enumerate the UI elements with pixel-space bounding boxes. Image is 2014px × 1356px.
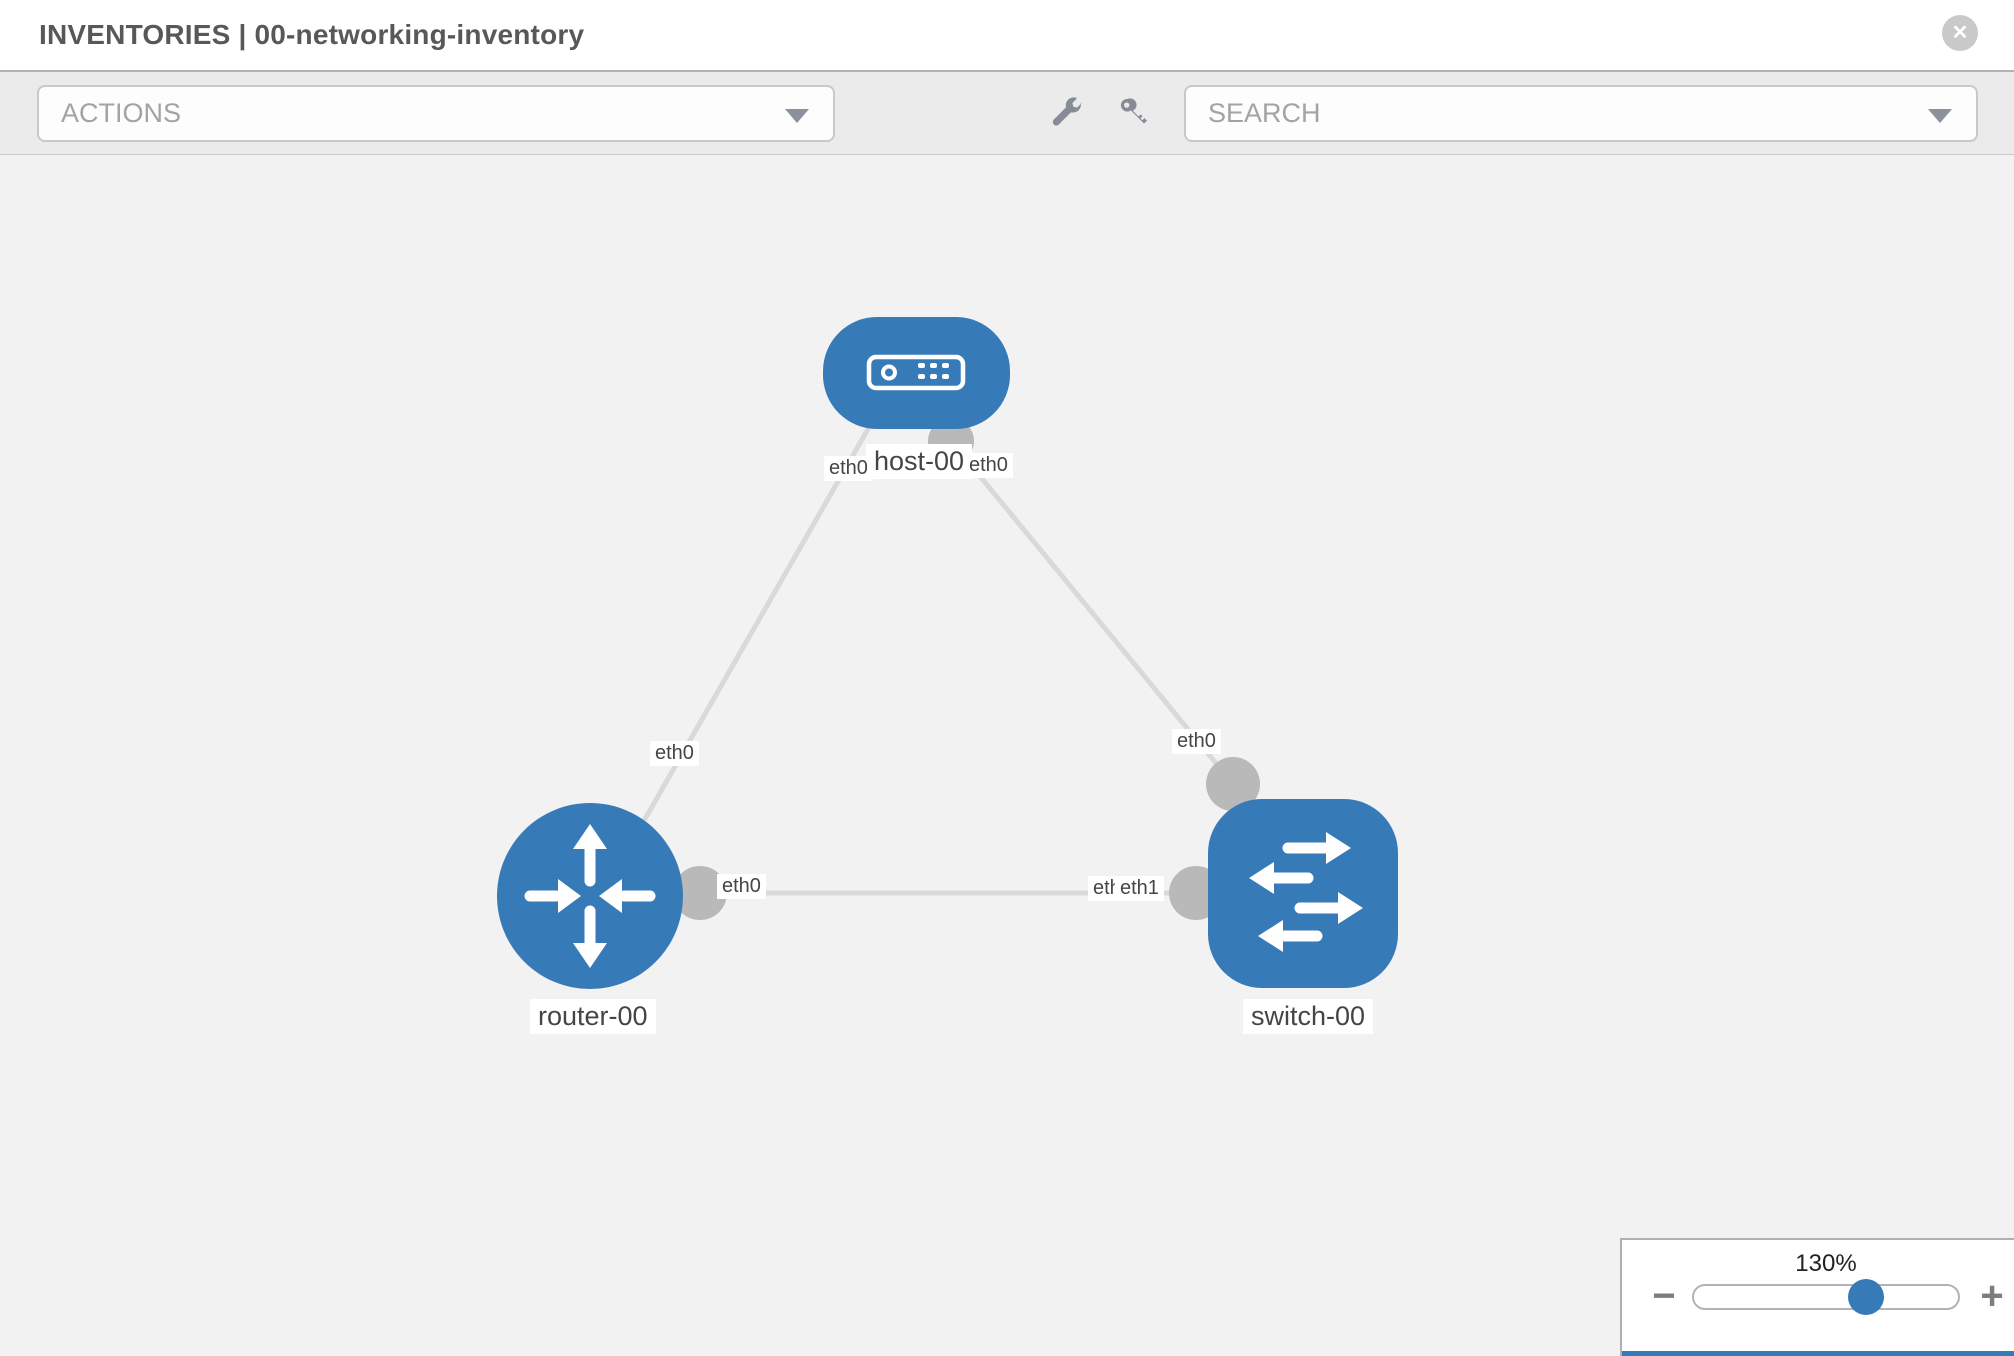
node-router-00[interactable] xyxy=(497,803,683,989)
panel-accent-strip xyxy=(1622,1351,2014,1356)
interface-label: eth0 xyxy=(824,456,873,481)
zoom-control-panel: 130% − + xyxy=(1620,1238,2014,1356)
page-header: INVENTORIES | 00-networking-inventory ✕ xyxy=(0,0,2014,72)
interface-label: eth0 xyxy=(717,874,766,899)
node-label-switch: switch-00 xyxy=(1243,999,1374,1034)
wrench-icon[interactable] xyxy=(1048,94,1088,134)
topology-canvas[interactable]: host-00 router-00 switch-00 eth0 eth0 et… xyxy=(0,156,2014,1356)
interface-label: eth0 xyxy=(964,453,1013,478)
chevron-down-icon xyxy=(785,109,809,123)
interface-dot-switch-top[interactable] xyxy=(1206,757,1260,811)
link-host-switch[interactable] xyxy=(948,438,1236,787)
zoom-slider-track[interactable] xyxy=(1692,1279,1960,1315)
node-host-00[interactable] xyxy=(823,317,1010,429)
page-title: INVENTORIES | 00-networking-inventory xyxy=(39,19,585,50)
key-icon[interactable] xyxy=(1115,94,1155,134)
zoom-out-button[interactable]: − xyxy=(1644,1276,1684,1316)
node-label-host: host-00 xyxy=(866,444,973,479)
node-label-router: router-00 xyxy=(530,999,656,1034)
interface-label: eth1 xyxy=(1115,876,1164,901)
chevron-down-icon xyxy=(1928,109,1952,123)
zoom-slider-handle[interactable] xyxy=(1848,1279,1884,1315)
zoom-level-value: 130% xyxy=(1795,1250,1857,1277)
search-dropdown[interactable]: SEARCH xyxy=(1184,85,1978,142)
switch-arrows-icon xyxy=(1249,832,1363,952)
toolbar: ACTIONS SEARCH xyxy=(0,72,2014,155)
router-arrows-icon xyxy=(524,824,656,968)
actions-dropdown-label: ACTIONS xyxy=(61,98,182,128)
zoom-in-button[interactable]: + xyxy=(1972,1276,2012,1316)
interface-label: eth0 xyxy=(650,741,699,766)
interface-dot-router-right[interactable] xyxy=(673,866,727,920)
close-icon[interactable]: ✕ xyxy=(1942,15,1978,51)
server-icon xyxy=(866,354,966,391)
topology-graph xyxy=(497,317,1398,989)
actions-dropdown[interactable]: ACTIONS xyxy=(37,85,835,142)
search-dropdown-label: SEARCH xyxy=(1208,98,1321,128)
node-switch-00[interactable] xyxy=(1208,799,1398,988)
interface-label: eth0 xyxy=(1172,729,1221,754)
